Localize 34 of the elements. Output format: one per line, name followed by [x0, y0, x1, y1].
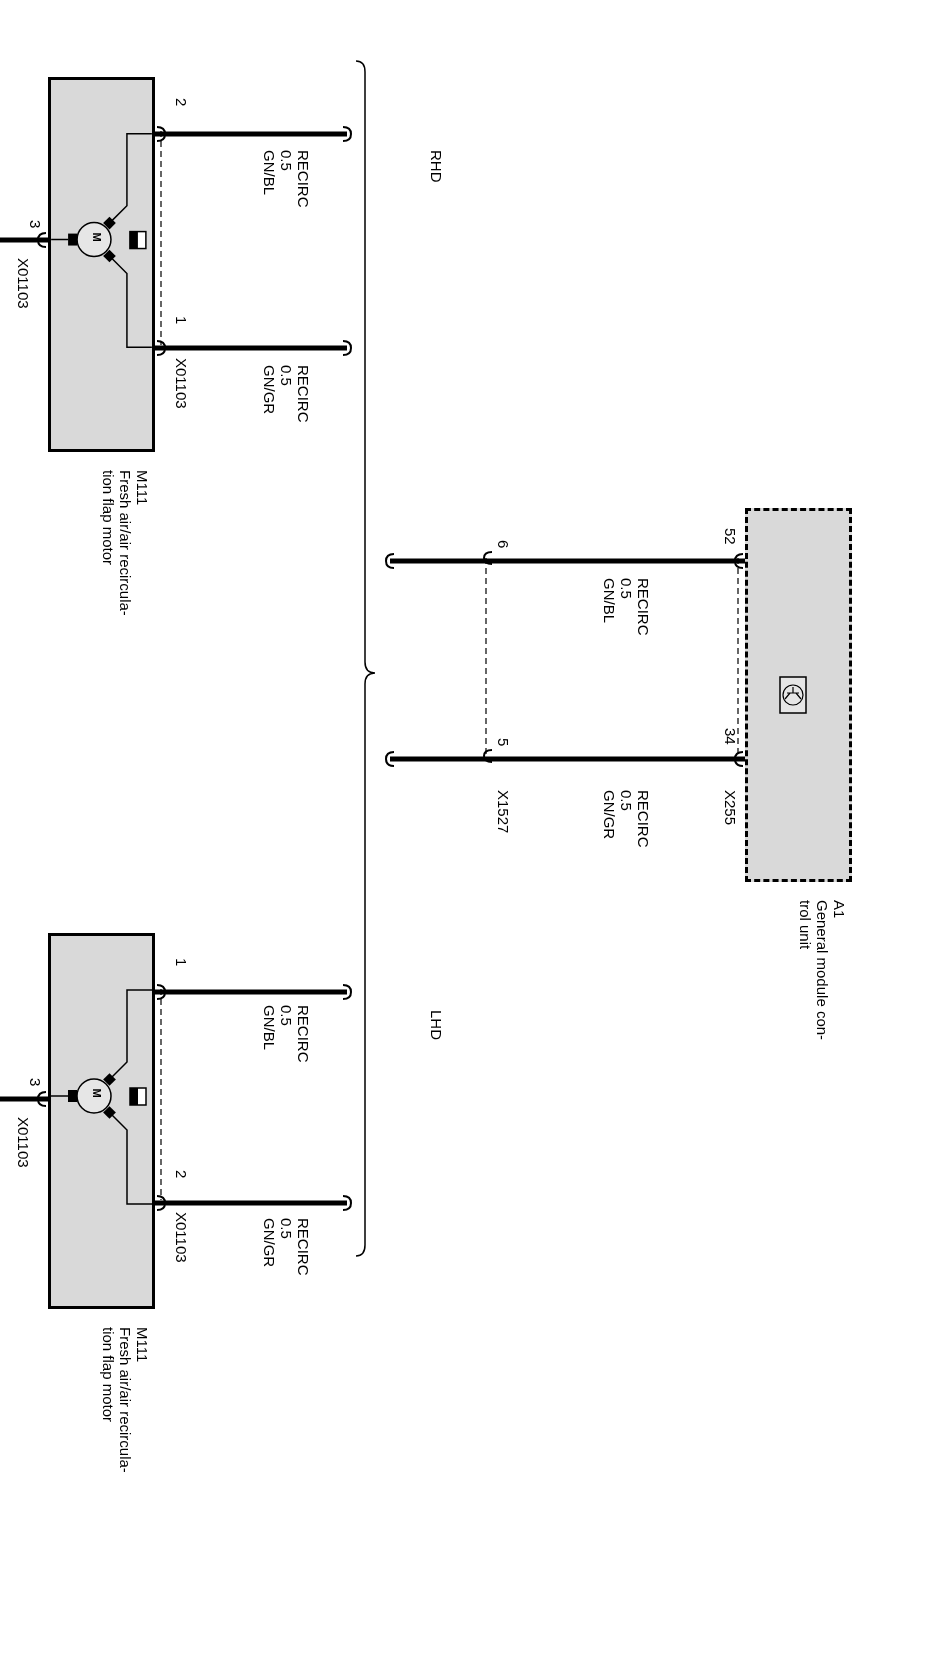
motor-letter: M — [91, 231, 103, 244]
wire — [0, 1096, 48, 1102]
pin-label: 34 — [722, 728, 739, 745]
component-name: General module con- trol unit — [797, 900, 831, 1043]
pin-label: RHD — [428, 150, 445, 183]
pin-label: X01103 — [173, 1212, 190, 1263]
pin-label: 1 — [173, 958, 190, 967]
component-name: Fresh air/air recircula- tion flap motor — [100, 1327, 134, 1475]
wire — [155, 989, 347, 995]
wire — [155, 345, 347, 351]
wire — [155, 1200, 347, 1206]
pin-label: 5 — [495, 738, 512, 747]
component-name: Fresh air/air recircula- tion flap motor — [100, 470, 134, 618]
pin-label: X1527 — [495, 790, 512, 834]
pin-label: X01103 — [15, 1117, 32, 1168]
pin-label: X01103 — [15, 258, 32, 309]
pin-label: 6 — [495, 540, 512, 549]
pin-label: X255 — [722, 790, 739, 826]
wire — [390, 558, 745, 564]
pin-label: 3 — [27, 220, 44, 229]
pin-label: 52 — [722, 528, 739, 545]
pin-label: 3 — [27, 1078, 44, 1087]
wire — [0, 237, 48, 243]
pin-label: 2 — [173, 1170, 190, 1179]
pin-label: 2 — [173, 98, 190, 107]
pin-label: LHD — [428, 1010, 445, 1040]
wire — [155, 131, 347, 137]
component-code: M111 — [134, 470, 151, 508]
pin-label: X01103 — [173, 358, 190, 409]
pin-label: 1 — [173, 316, 190, 325]
component-code: M111 — [134, 1327, 151, 1365]
motor-letter: M — [91, 1087, 103, 1100]
wire — [390, 756, 745, 762]
component-code: A1 — [831, 900, 848, 921]
